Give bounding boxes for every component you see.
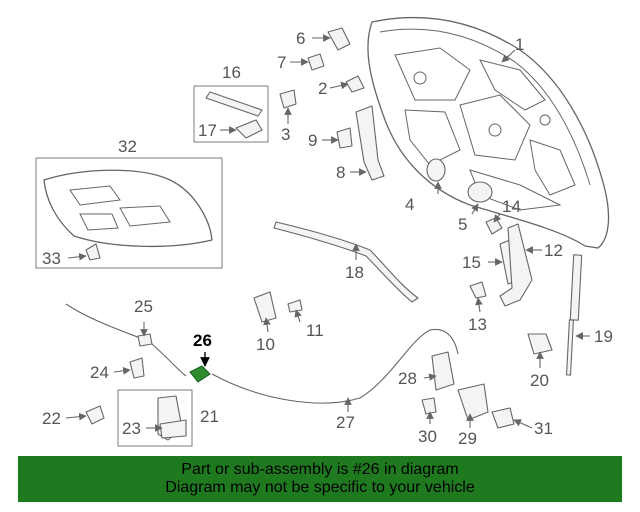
- cable-part-25: [65, 303, 187, 377]
- callout-30: 30: [418, 427, 437, 446]
- hood-panel: [367, 16, 610, 249]
- callout-23: 23: [122, 419, 141, 438]
- callout-25: 25: [134, 297, 153, 316]
- bracket-part-29: [457, 383, 489, 421]
- lock-part-28: [431, 351, 455, 391]
- callout-33: 33: [42, 249, 61, 268]
- seal-strip-part-16: [205, 91, 263, 117]
- bump-stop-part-2: [345, 75, 365, 93]
- callout-box-32: [35, 157, 223, 269]
- connector-part-26: [189, 365, 211, 383]
- nut-part-14: [485, 217, 503, 235]
- callout-6: 6: [296, 29, 305, 48]
- callout-32: 32: [118, 137, 137, 156]
- callout-5: 5: [458, 215, 467, 234]
- banner-line-2: Diagram may not be specific to your vehi…: [165, 479, 475, 496]
- callout-18: 18: [345, 263, 364, 282]
- info-banner: Part or sub-assembly is #26 in diagram D…: [18, 456, 622, 502]
- callout-8: 8: [336, 163, 345, 182]
- callout-28: 28: [398, 369, 417, 388]
- seal-part-18: [273, 221, 419, 303]
- callout-20: 20: [530, 371, 549, 390]
- bracket-part-10: [253, 291, 277, 323]
- callout-box-21: [117, 389, 193, 447]
- callout-1: 1: [515, 35, 524, 54]
- callout-17: 17: [198, 121, 217, 140]
- clip-part-9: [336, 127, 353, 149]
- callout-3: 3: [281, 125, 290, 144]
- bolt-part-30: [421, 397, 437, 415]
- callout-10: 10: [256, 335, 275, 354]
- banner-line-1: Part or sub-assembly is #26 in diagram: [181, 461, 459, 478]
- gas-strut-part-19: [565, 254, 583, 376]
- insulation-pad-part-32: [43, 169, 213, 248]
- callout-31: 31: [534, 419, 553, 438]
- callout-24: 24: [90, 363, 109, 382]
- callout-22: 22: [42, 409, 61, 428]
- callout-4: 4: [405, 195, 414, 214]
- callout-15: 15: [462, 253, 481, 272]
- clip-part-17: [235, 119, 263, 139]
- bolt-part-22: [85, 405, 105, 425]
- callout-12: 12: [544, 241, 563, 260]
- grommet-part-4: [426, 158, 446, 182]
- release-cable-part-27: [211, 328, 459, 404]
- guide-part-24: [129, 357, 145, 379]
- callout-numbers: 1 2 3 4 5 6 7 8 9 10 11 12 13 14 15 16 1…: [42, 29, 613, 448]
- buffer-part-3: [279, 89, 297, 109]
- callout-9: 9: [308, 131, 317, 150]
- ball-stud-part-20: [527, 333, 553, 355]
- parts-diagram: 1 2 3 4 5 6 7 8 9 10 11 12 13 14 15 16 1…: [35, 16, 613, 448]
- clip-part-33: [85, 243, 101, 261]
- callout-13: 13: [468, 315, 487, 334]
- grommet-part-7: [307, 53, 325, 71]
- clip-part-31: [491, 407, 515, 429]
- callout-16: 16: [222, 63, 241, 82]
- callout-14: 14: [502, 197, 521, 216]
- callout-27: 27: [336, 413, 355, 432]
- lever-part-23: [159, 419, 187, 439]
- callout-19: 19: [594, 327, 613, 346]
- callout-29: 29: [458, 429, 477, 448]
- bolt-part-13: [469, 281, 487, 299]
- callout-21: 21: [200, 407, 219, 426]
- clip-part-6: [327, 27, 351, 51]
- callout-box-16: [193, 85, 269, 143]
- callout-2: 2: [318, 79, 327, 98]
- cap-part-5: [467, 181, 493, 203]
- hinge-part-12: [499, 223, 533, 307]
- bracket-part-8: [355, 105, 385, 181]
- callout-11: 11: [306, 321, 324, 340]
- bolt-part-11: [287, 299, 303, 313]
- callout-26: 26: [193, 331, 212, 350]
- callout-7: 7: [277, 53, 286, 72]
- leader-lines: [65, 34, 590, 432]
